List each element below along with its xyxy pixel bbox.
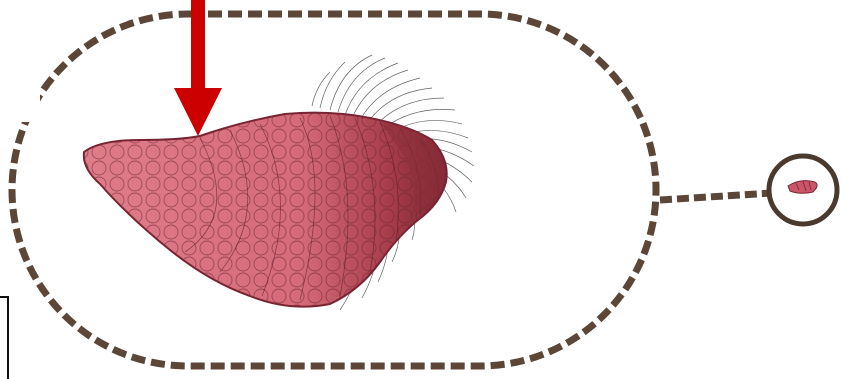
- outline-notch: [22, 82, 40, 122]
- magnified-inset: [769, 156, 837, 224]
